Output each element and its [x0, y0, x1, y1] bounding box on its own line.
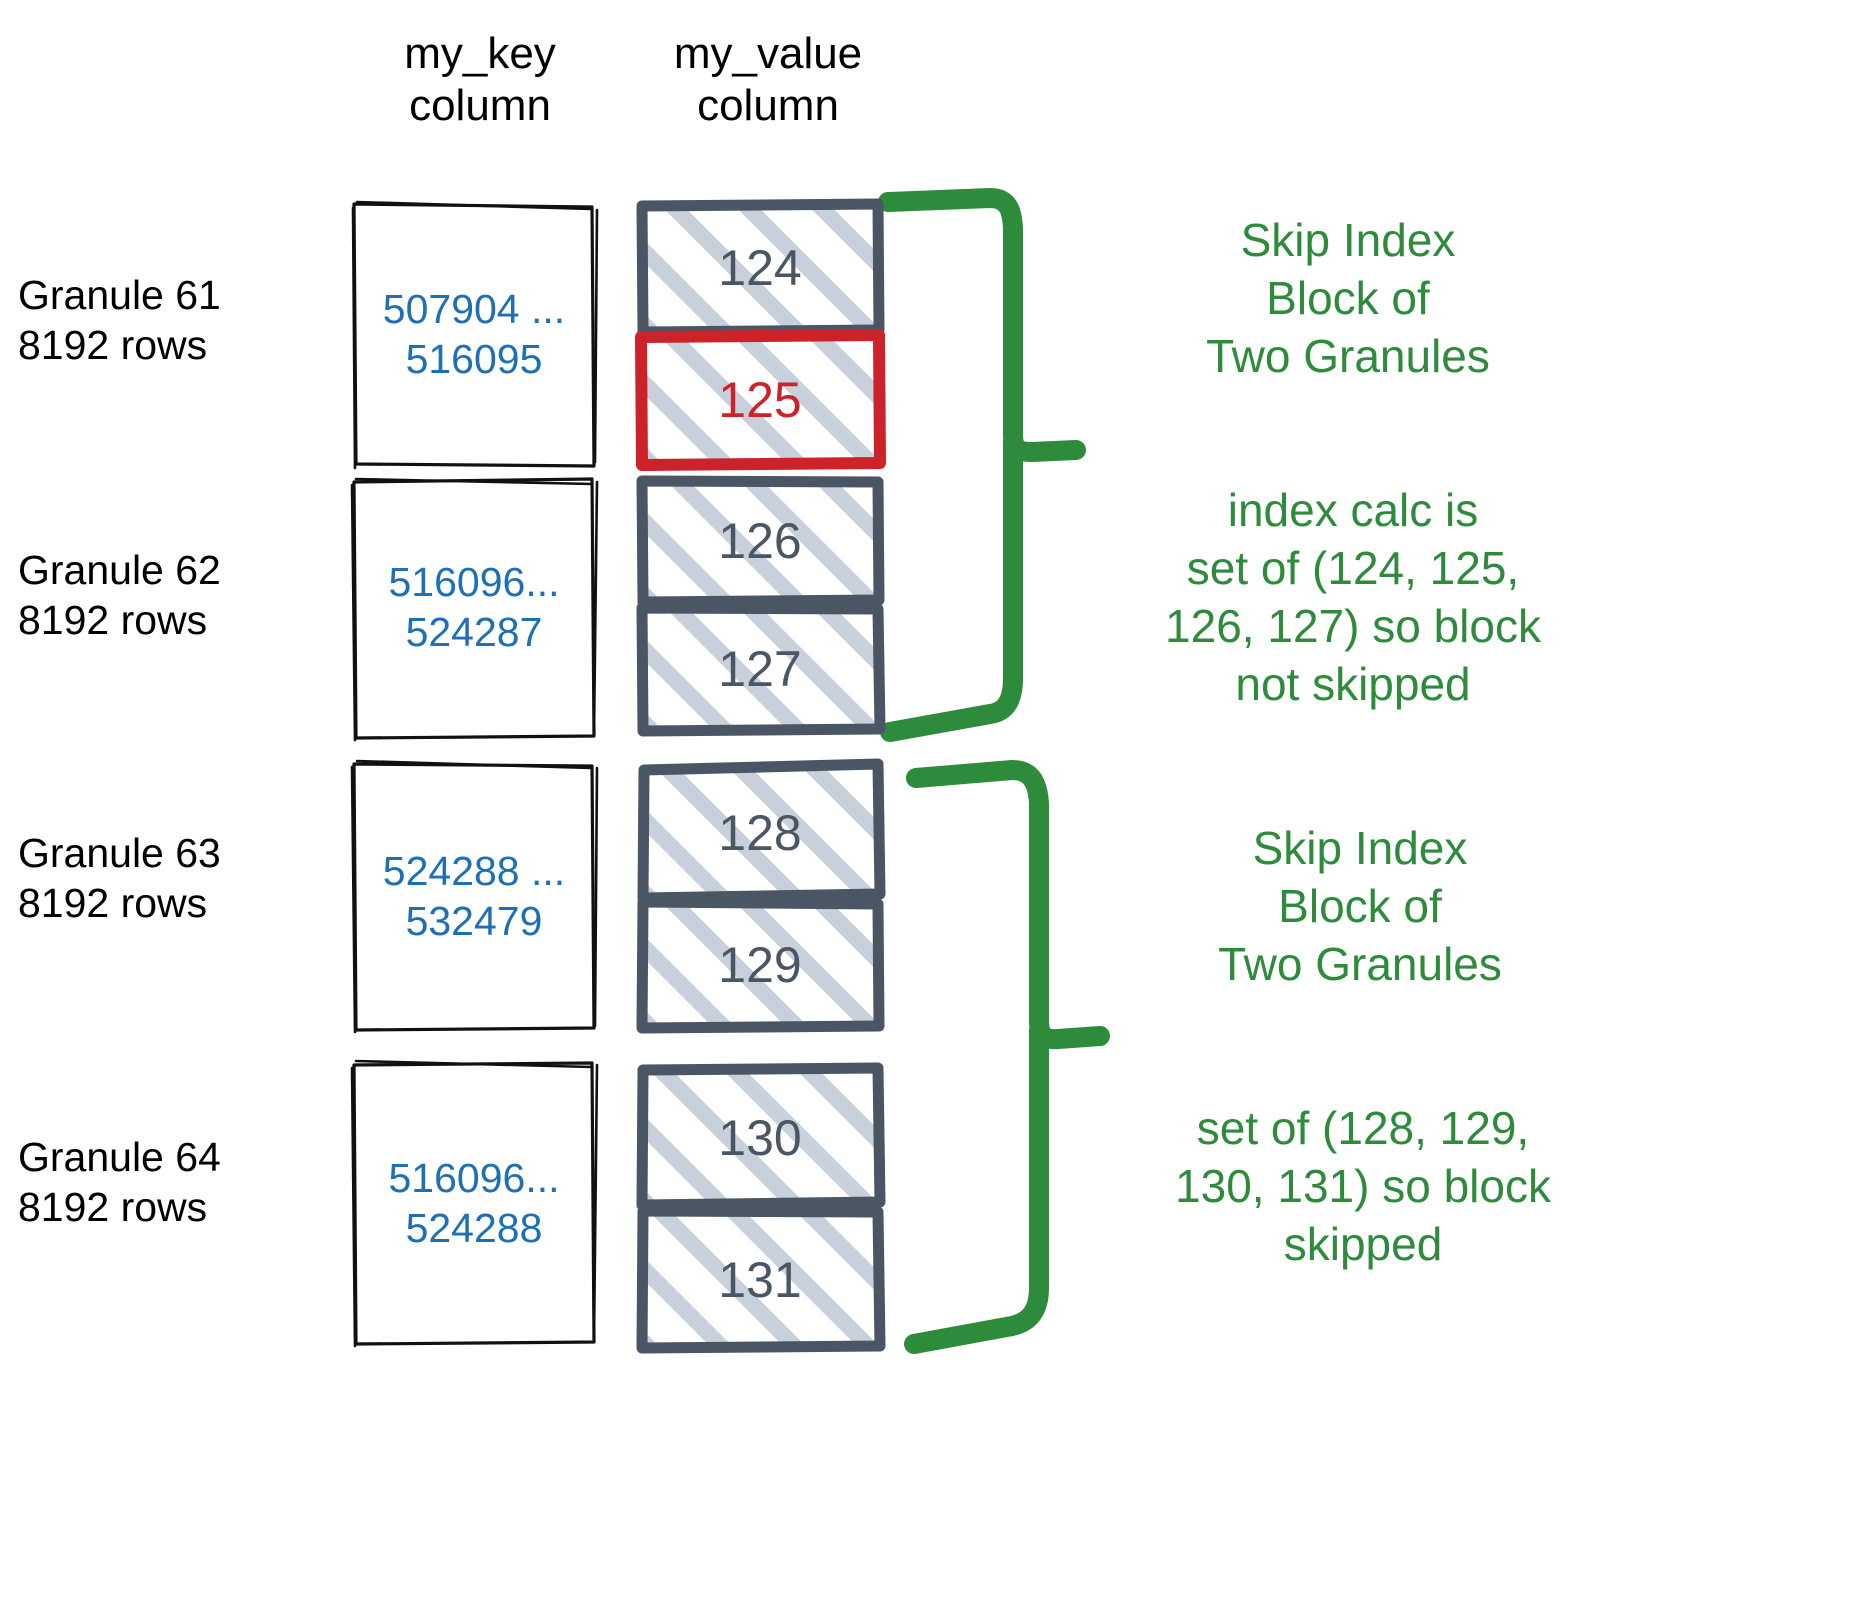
- key-box-granule-62: 516096... 524287: [350, 477, 599, 742]
- skip-index-brace-bottom: [904, 760, 1110, 1354]
- value-cell-131: 131: [636, 1205, 886, 1354]
- value-text-124: 124: [718, 240, 802, 296]
- note-index-calc-not-skipped: index calc is set of (124, 125, 126, 127…: [1165, 484, 1541, 710]
- granule-label-61: Granule 61 8192 rows: [18, 272, 221, 369]
- value-text-128: 128: [718, 805, 802, 861]
- value-text-125: 125: [718, 372, 802, 428]
- key-range-granule-62: 516096... 524287: [388, 558, 560, 655]
- value-cell-127: 127: [636, 602, 886, 737]
- value-cell-130: 130: [636, 1062, 886, 1211]
- value-cell-125: 125: [635, 329, 886, 471]
- key-box-granule-63: 524288 ... 532479: [350, 759, 599, 1034]
- granule-label-63: Granule 63 8192 rows: [18, 830, 221, 927]
- value-cell-129: 129: [636, 896, 885, 1034]
- note-skip-index-block-bottom: Skip Index Block of Two Granules: [1218, 822, 1502, 990]
- value-text-129: 129: [718, 937, 802, 993]
- granule-label-62: Granule 62 8192 rows: [18, 547, 221, 644]
- note-skip-index-block-top: Skip Index Block of Two Granules: [1206, 214, 1490, 382]
- granule-label-64: Granule 64 8192 rows: [18, 1134, 221, 1231]
- value-text-130: 130: [718, 1110, 802, 1166]
- skip-index-brace-top: [878, 188, 1086, 742]
- key-range-granule-63: 524288 ... 532479: [382, 847, 566, 944]
- column-header-my-value: my_value column: [673, 29, 863, 130]
- key-box-granule-61: 507904 ... 516095: [351, 200, 599, 470]
- key-range-granule-61: 507904 ... 516095: [382, 285, 566, 382]
- key-box-granule-64: 516096... 524288: [350, 1059, 599, 1348]
- note-index-calc-skipped: set of (128, 129, 130, 131) so block ski…: [1175, 1102, 1551, 1270]
- value-text-127: 127: [718, 641, 802, 697]
- value-cell-124: 124: [636, 198, 885, 338]
- key-range-granule-64: 516096... 524288: [388, 1154, 560, 1251]
- value-cell-128: 128: [637, 758, 886, 904]
- column-header-my-key: my_key column: [404, 29, 556, 130]
- value-text-131: 131: [718, 1252, 802, 1308]
- value-cell-126: 126: [636, 475, 885, 608]
- value-text-126: 126: [718, 513, 802, 569]
